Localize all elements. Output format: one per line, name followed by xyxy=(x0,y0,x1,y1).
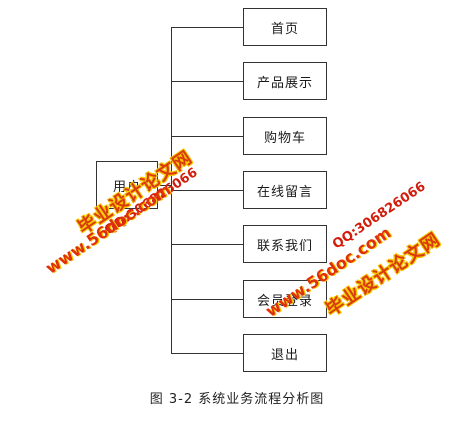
node-products: 产品展示 xyxy=(243,62,327,100)
node-login-label: 会员登录 xyxy=(256,293,313,309)
node-login: 会员登录 xyxy=(243,280,327,318)
branch-line-cart xyxy=(171,136,243,137)
node-products-label: 产品展示 xyxy=(256,75,313,91)
node-cart: 购物车 xyxy=(243,117,327,155)
branch-line-home xyxy=(171,27,243,28)
branch-line-exit xyxy=(171,353,243,354)
branch-line-products xyxy=(171,81,243,82)
user-node: 用户 xyxy=(96,161,158,209)
branch-line-login xyxy=(171,299,243,300)
node-contact-label: 联系我们 xyxy=(256,238,313,254)
user-node-label: 用户 xyxy=(112,179,141,195)
user-connector xyxy=(158,185,172,186)
node-cart-label: 购物车 xyxy=(263,130,306,146)
node-exit: 退出 xyxy=(243,334,327,372)
branch-line-message xyxy=(171,190,243,191)
watermark-right-qq: QQ:306826066 xyxy=(330,179,429,253)
node-message-label: 在线留言 xyxy=(256,184,313,200)
watermark-right-title: 毕业设计论文网 xyxy=(322,228,445,321)
branch-line-contact xyxy=(171,244,243,245)
node-home: 首页 xyxy=(243,8,327,46)
node-message: 在线留言 xyxy=(243,171,327,209)
node-contact: 联系我们 xyxy=(243,225,327,263)
node-home-label: 首页 xyxy=(270,21,299,37)
node-exit-label: 退出 xyxy=(270,347,299,363)
figure-caption: 图 3-2 系统业务流程分析图 xyxy=(149,392,325,407)
